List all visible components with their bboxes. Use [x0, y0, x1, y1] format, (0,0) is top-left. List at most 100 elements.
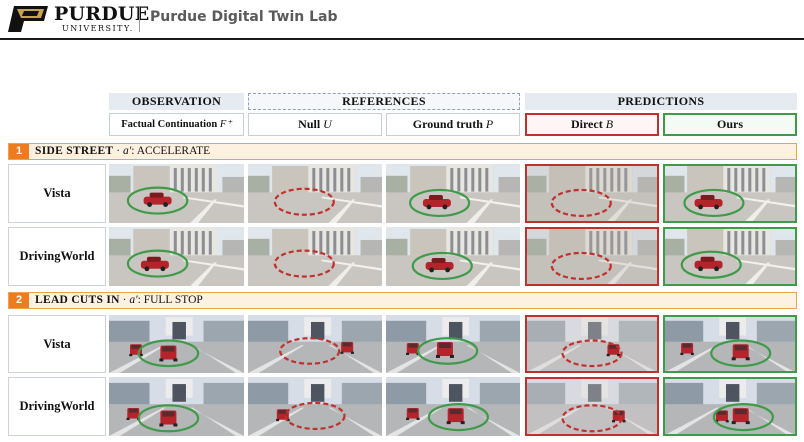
lane-marking [605, 262, 633, 286]
road [386, 192, 520, 223]
car-rear-window [408, 343, 418, 348]
scene-image [248, 227, 382, 286]
window [319, 168, 323, 192]
car-wheel [159, 423, 164, 427]
row-label-drivingworld: DrivingWorld [8, 377, 106, 436]
car-wheel [449, 354, 454, 358]
present-ellipse [411, 251, 473, 281]
section-action: : FULL STOP [137, 294, 203, 306]
car-wheel [745, 357, 750, 361]
window [741, 168, 745, 192]
car-wheel [286, 418, 290, 422]
haze-overlay [525, 164, 659, 223]
red-car [406, 408, 420, 421]
car-wheel [429, 267, 434, 273]
overpass-opening [448, 321, 463, 340]
car-rear-window [734, 409, 747, 415]
window [734, 231, 738, 255]
haze-overlay [525, 227, 659, 286]
lane-marking [743, 407, 797, 436]
lane-marking [743, 199, 771, 223]
road [525, 255, 659, 286]
scene-image [663, 227, 797, 286]
window [464, 168, 468, 192]
car-wheel [460, 421, 465, 425]
building [203, 382, 244, 406]
group-references: REFERENCES [248, 93, 520, 110]
logo-subtext: UNIVERSITY. [62, 24, 134, 33]
car-wheel [442, 204, 448, 210]
window [464, 231, 468, 255]
scene-image [248, 377, 382, 436]
window [312, 168, 316, 192]
frame-s2-drivingworld-null [248, 377, 382, 436]
car-wheel [406, 352, 410, 356]
column-direct-label: Direct [570, 117, 606, 131]
frame-s2-vista-factual [109, 315, 244, 373]
building [386, 320, 427, 343]
building [775, 239, 797, 257]
lane-marking [190, 407, 244, 436]
scene-image [525, 377, 659, 436]
section-number-badge: 1 [9, 144, 29, 159]
car-wheel [350, 351, 354, 354]
building [479, 320, 520, 343]
lane-marking [190, 345, 244, 373]
section-title: SIDE STREET · a′: ACCELERATE [35, 144, 210, 159]
logo-wordmark: PURDUE [54, 3, 150, 25]
tree [386, 175, 408, 194]
column-factual-label: Factual Continuation [121, 119, 220, 130]
present-ellipse [126, 186, 189, 215]
frame-s1-drivingworld-direct [525, 227, 659, 286]
window [208, 168, 212, 192]
window [201, 168, 205, 192]
road [248, 255, 382, 286]
car-wheel [426, 204, 432, 210]
window [596, 231, 600, 255]
building [479, 382, 520, 406]
frame-s2-drivingworld-factual [109, 377, 244, 436]
window [471, 168, 475, 192]
scene-image [386, 315, 520, 373]
window [457, 168, 461, 192]
window [471, 231, 475, 255]
car-wheel [446, 421, 451, 425]
lane-marking [525, 345, 582, 373]
car-wheel [698, 204, 703, 210]
window [180, 231, 184, 255]
header-divider [139, 6, 140, 32]
column-factual-continuation: Factual Continuation F⁺ [109, 113, 244, 136]
tree [248, 238, 270, 257]
car-rear-window [449, 409, 462, 415]
window [478, 231, 482, 255]
lane-marking [466, 345, 520, 373]
section-scenario: LEAD CUTS IN [35, 294, 120, 306]
lane-marking [525, 407, 582, 436]
overpass-opening [172, 321, 186, 340]
window [450, 168, 454, 192]
building [341, 382, 382, 406]
red-car [680, 343, 694, 356]
car-wheel [680, 352, 684, 356]
section-number-badge: 2 [9, 293, 29, 308]
column-null-symbol: U [323, 117, 332, 131]
car-rear-window [734, 345, 747, 351]
window [333, 231, 337, 255]
road [248, 341, 382, 373]
car-wheel [690, 352, 694, 356]
red-car [340, 341, 354, 354]
scene-image [525, 315, 659, 373]
purdue-p-logo-icon [8, 6, 48, 32]
present-ellipse [137, 339, 200, 368]
present-ellipse [137, 404, 200, 433]
lab-title: Purdue Digital Twin Lab [150, 9, 338, 25]
window [748, 168, 752, 192]
overpass-opening [725, 321, 740, 340]
window [589, 168, 593, 192]
section-banner-1: 1 SIDE STREET · a′: ACCELERATE [8, 143, 797, 160]
car-wheel [406, 417, 410, 421]
red-car [731, 408, 750, 425]
car-wheel [147, 202, 152, 207]
lane-marking [743, 262, 771, 286]
lane-marking [328, 345, 382, 373]
